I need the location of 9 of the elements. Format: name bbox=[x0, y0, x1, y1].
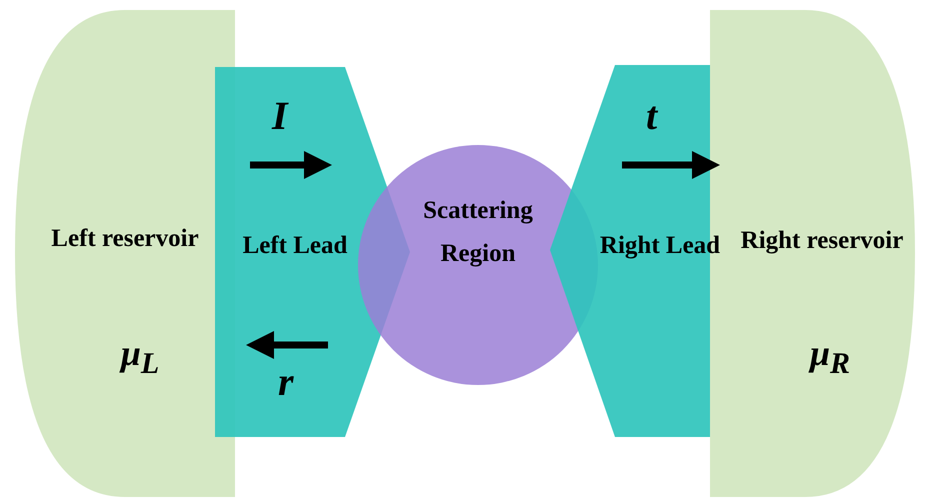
coefficient-label: r bbox=[278, 358, 294, 405]
coefficient-label: I bbox=[272, 92, 288, 139]
coefficient-label: t bbox=[646, 92, 658, 139]
chemical-potential-label: μ$_{L}$ bbox=[120, 332, 160, 382]
node-label: Left Lead bbox=[242, 232, 348, 260]
node-label: Scattering Region bbox=[422, 196, 534, 268]
node-label: Right reservoir bbox=[740, 227, 904, 255]
node-label: Left reservoir bbox=[51, 225, 199, 253]
chemical-potential-label: μ$_{R}$ bbox=[810, 332, 850, 382]
